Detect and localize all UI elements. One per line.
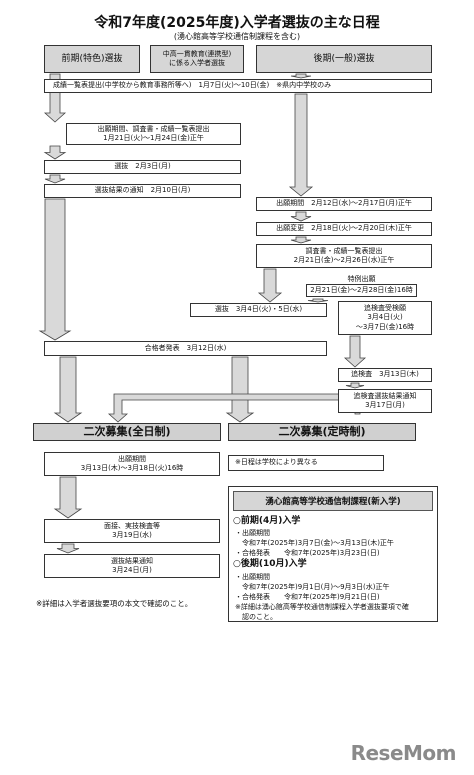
header-niji-teiji: 二次募集(定時制): [228, 423, 416, 441]
step-zenki-shutsugan-line2: 1月21日(火)～1月24日(金)正午: [103, 134, 204, 142]
header-kouki: 後期(一般)選抜: [256, 45, 432, 73]
flow-arrow: [345, 382, 365, 389]
step-goukaku-text: 合格者発表 3月12日(水): [144, 343, 227, 352]
header-niji-teiji-label: 二次募集(定時制): [278, 424, 366, 438]
header-niji-zennichi: 二次募集(全日制): [33, 423, 221, 441]
step-niji-shutsugan: 出願期間 3月13日(木)～3月18日(火)16時: [44, 452, 220, 476]
header-zenki: 前期(特色)選抜: [44, 45, 140, 73]
step-tsuikensa-kekka-line1: 追検査選抜結果通知: [353, 391, 417, 400]
flow-arrow: [56, 543, 80, 554]
step-tsuikensa-uketsuke-line2: 3月4日(火): [367, 313, 403, 322]
step-kouki-chousasho: 調査書・成績一覧表提出 2月21日(金)～2月26日(水)正午: [256, 244, 432, 268]
tsushin-line: ・合格発表 令和7年(2025年)9月21日(日): [235, 592, 380, 601]
tsushin-line: ○後期(10月)入学: [233, 559, 307, 570]
step-tsuikensa-text: 追検査 3月13日(木): [351, 370, 419, 379]
tsushin-line: 令和7年(2025年)3月7日(金)～3月13日(木)正午: [235, 539, 394, 548]
tsushin-box: 湧心館高等学校通信制課程(新入学) ○前期(4月)入学・出願期間 令和7年(20…: [228, 486, 438, 622]
step-mensetsu-line2: 3月19日(水): [112, 531, 152, 539]
header-chukou-line2: に係る入学者選抜: [169, 59, 225, 67]
tsushin-line: ・出願期間: [235, 529, 270, 538]
flow-arrow: [257, 268, 283, 303]
step-tokurei: 特例出願 2月21日(金)～2月28日(金)16時: [291, 274, 432, 298]
step-tsuikensa-kekka: 追検査選抜結果通知 3月17日(月): [338, 389, 432, 413]
header-zenki-label: 前期(特色)選抜: [61, 53, 123, 64]
step-senbatsu-kekka-line2: 3月24日(月): [112, 566, 152, 574]
header-chukou-line1: 中高一貫教育(連携型): [162, 49, 232, 58]
step-kouki-senbatsu-text: 選抜 3月4日(火)・5日(水): [214, 305, 303, 314]
step-niji-shutsugan-line2: 3月13日(木)～3月18日(火)16時: [80, 464, 184, 472]
flow-arrow: [288, 93, 314, 197]
step-zenki-shutsugan-line1: 出願期間、調査書・成績一覧表提出: [97, 124, 210, 133]
flow-arrow: [290, 236, 312, 244]
step-kouki-chousasho-line1: 調査書・成績一覧表提出: [305, 246, 383, 255]
step-tokurei-line2: 2月21日(金)～2月28日(金)16時: [306, 284, 417, 298]
page-subtitle: (湧心館高等学校通信制課程を含む): [173, 32, 301, 41]
step-tsuikensa: 追検査 3月13日(木): [338, 368, 432, 382]
tsushin-line: ・合格発表 令和7年(2025年)3月23日(日): [235, 549, 380, 558]
flow-arrow: [225, 356, 255, 423]
tsushin-line: 認のこと。: [235, 613, 277, 622]
step-tsuikensa-uketsuke-line1: 追検査受検願: [364, 303, 406, 312]
step-niji-note-text: ※日程は学校により異なる: [235, 458, 318, 467]
page-title: 令和7年度(2025年度)入学者選抜の主な日程: [94, 15, 380, 31]
tsushin-line: ・出願期間: [235, 572, 270, 581]
step-tsuikensa-uketsuke: 追検査受検願 3月4日(火) ～3月7日(金)16時: [338, 301, 432, 335]
step-kouki-senbatsu: 選抜 3月4日(火)・5日(水): [190, 303, 327, 317]
step-mensetsu-line1: 面接、実技検査等: [104, 521, 160, 530]
step-tsuikensa-uketsuke-line3: ～3月7日(金)16時: [355, 322, 415, 331]
step-zenki-senbatsu-text: 選抜 2月3日(月): [114, 162, 171, 171]
tsushin-line: 令和7年(2025年)9月1日(月)～9月3日(水)正午: [235, 582, 390, 591]
step-senbatsu-kekka: 選抜結果通知 3月24日(月): [44, 554, 220, 578]
step-kouki-shutsugan: 出願期間 2月12日(水)～2月17日(月)正午: [256, 197, 432, 211]
step-mensetsu: 面接、実技検査等 3月19日(水): [44, 519, 220, 543]
flow-arrow: [307, 298, 329, 303]
step-kouki-henkou-text: 出願変更 2月18日(火)～2月20日(木)正午: [276, 224, 412, 233]
footnote: ※詳細は入学者選抜要項の本文で確認のこと。: [36, 599, 193, 608]
flow-arrow: [44, 174, 66, 184]
step-senbatsu-kekka-line1: 選抜結果通知: [111, 556, 153, 565]
step-zenki-kekka: 選抜結果の通知 2月10日(月): [44, 184, 241, 198]
step-goukaku: 合格者発表 3月12日(水): [44, 341, 327, 356]
flow-arrow: [290, 211, 312, 222]
tsushin-line: ※詳細は湧心館高等学校通信制課程入学者選抜要項で確: [235, 602, 409, 611]
step-zenki-kekka-text: 選抜結果の通知 2月10日(月): [94, 186, 191, 195]
tsushin-line: ○前期(4月)入学: [233, 516, 301, 526]
flow-arrow: [38, 198, 72, 341]
step-tokurei-line1: 特例出願: [347, 274, 376, 283]
header-kouki-label: 後期(一般)選抜: [313, 53, 375, 64]
step-kouki-chousasho-line2: 2月21日(金)～2月26日(水)正午: [293, 256, 395, 264]
tsushin-title: 湧心館高等学校通信制課程(新入学): [233, 491, 433, 511]
step-zenki-senbatsu: 選抜 2月3日(月): [44, 160, 241, 174]
step-zenki-shutsugan: 出願期間、調査書・成績一覧表提出 1月21日(火)～1月24日(金)正午: [66, 123, 241, 145]
step-seiseki: 成績一覧表提出(中学校から教育事務所等へ) 1月7日(火)～10日(金) ※県内…: [44, 79, 432, 93]
step-kouki-henkou: 出願変更 2月18日(火)～2月20日(木)正午: [256, 222, 432, 236]
step-seiseki-text: 成績一覧表提出(中学校から教育事務所等へ) 1月7日(火)～10日(金) ※県内…: [53, 81, 332, 90]
resemom-logo: ReseMom: [350, 741, 457, 765]
step-niji-note: ※日程は学校により異なる: [228, 455, 384, 471]
step-kouki-shutsugan-text: 出願期間 2月12日(水)～2月17日(月)正午: [276, 199, 412, 208]
flow-arrow: [53, 476, 83, 519]
header-niji-zennichi-label: 二次募集(全日制): [83, 424, 171, 438]
step-tsuikensa-kekka-line2: 3月17日(月): [365, 401, 405, 409]
flow-arrow: [53, 356, 83, 423]
flow-arrow: [290, 73, 312, 79]
flow-arrow: [343, 335, 367, 368]
step-niji-shutsugan-line1: 出願期間: [118, 454, 146, 463]
header-chukou: 中高一貫教育(連携型) に係る入学者選抜: [150, 45, 244, 73]
tsushin-lines: ○前期(4月)入学・出願期間 令和7年(2025年)3月7日(金)～3月13日(…: [229, 515, 437, 622]
flow-arrow: [43, 145, 67, 160]
